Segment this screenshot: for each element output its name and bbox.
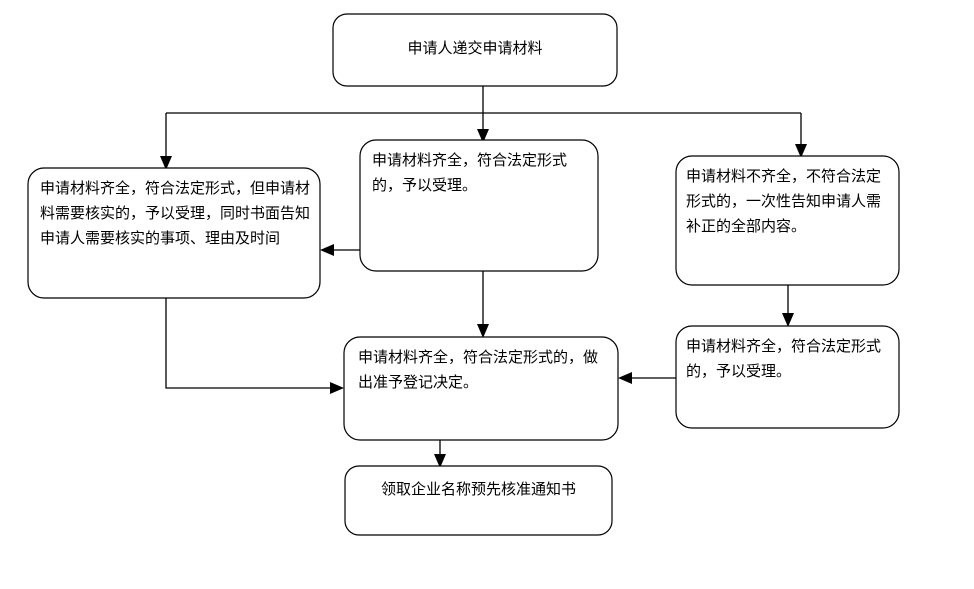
- node-layer: [27, 13, 900, 536]
- node-verify-needed[interactable]: [27, 167, 321, 299]
- arrow-head-approve-left: [330, 382, 344, 394]
- arrow-head-verify-needed-right: [320, 244, 334, 256]
- node-submit[interactable]: [332, 13, 618, 87]
- edge-verify-needed-to-approve: [165, 297, 334, 389]
- node-accept-center[interactable]: [359, 139, 599, 272]
- node-incomplete[interactable]: [675, 155, 900, 286]
- node-accept-right[interactable]: [675, 325, 900, 429]
- arrow-head-approve-right: [618, 372, 632, 384]
- connector-layer: [160, 86, 807, 468]
- node-approve[interactable]: [343, 336, 619, 441]
- node-receive[interactable]: [344, 465, 613, 536]
- arrow-head-incomplete-top: [795, 144, 807, 158]
- arrow-head-receive-top: [434, 454, 446, 468]
- arrow-head-verify-needed-top: [160, 156, 172, 170]
- arrow-head-accept-center-top: [477, 129, 489, 143]
- arrow-head-accept-right-top: [782, 313, 794, 327]
- arrow-head-approve-top: [477, 324, 489, 338]
